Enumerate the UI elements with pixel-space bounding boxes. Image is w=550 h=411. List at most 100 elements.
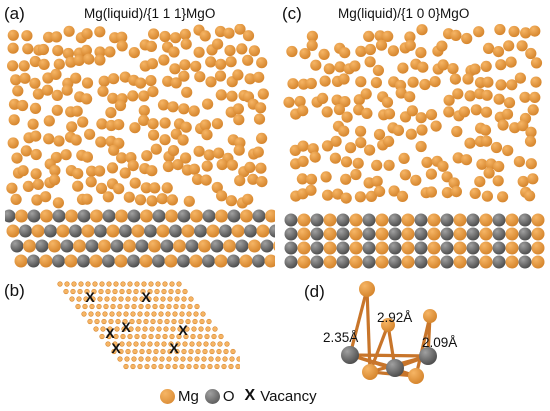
mg-site	[118, 296, 124, 302]
mg-atom	[443, 94, 455, 106]
mg-atom	[223, 239, 236, 253]
mg-atom	[30, 168, 42, 180]
mg-atom	[297, 241, 311, 255]
mg-atom	[297, 105, 309, 117]
mg-atom	[180, 121, 192, 133]
o-atom	[185, 239, 199, 253]
o-atom	[492, 213, 506, 227]
o-atom	[85, 239, 99, 253]
mg-atom	[138, 105, 150, 117]
mg-atom	[179, 28, 191, 40]
mg-site	[105, 288, 111, 295]
mg-atom	[56, 224, 70, 238]
mg-atom	[253, 71, 265, 83]
mg-atom	[32, 88, 44, 100]
mg-atom	[508, 25, 520, 38]
mg-atom	[525, 126, 537, 138]
mg-atom	[425, 186, 437, 198]
mg-atom	[10, 74, 22, 86]
o-atom	[440, 255, 454, 269]
legend: Mg O X Vacancy	[160, 386, 323, 406]
o-atom	[466, 227, 480, 241]
mg-atom	[381, 318, 395, 332]
mg-site	[181, 348, 187, 355]
legend-o-label: O	[222, 387, 235, 405]
mg-atom	[139, 254, 153, 268]
mg-atom	[495, 59, 507, 71]
mg-atom	[216, 158, 228, 171]
mg-atom	[399, 169, 411, 181]
mg-site	[117, 303, 123, 310]
mg-atom	[388, 185, 400, 197]
mg-site	[111, 348, 117, 355]
mg-atom	[172, 159, 184, 171]
mg-site	[192, 318, 198, 325]
mg-atom	[52, 197, 64, 209]
mg-site	[130, 311, 136, 317]
mg-atom	[81, 151, 93, 163]
mg-site	[193, 311, 199, 317]
mg-site	[221, 363, 227, 370]
mg-site	[63, 288, 69, 295]
mg-site	[218, 333, 224, 340]
mg-atom	[524, 135, 537, 147]
mg-ball-icon	[160, 388, 175, 404]
mg-atom	[338, 73, 350, 85]
mg-atom	[64, 254, 78, 268]
mg-site	[175, 341, 181, 347]
mg-site	[139, 296, 145, 302]
mg-atom	[177, 134, 189, 146]
mg-atom	[406, 105, 418, 117]
mg-lattice-dots	[57, 281, 240, 370]
mg-atom	[167, 101, 179, 113]
mg-atom	[32, 178, 44, 190]
mg-atom	[43, 133, 55, 145]
mg-atom	[106, 162, 119, 174]
mg-atom	[169, 32, 182, 44]
mg-atom	[81, 77, 94, 89]
mg-atom	[212, 38, 224, 50]
o-atom	[52, 254, 65, 268]
mg-atom	[497, 191, 509, 203]
mg-atom	[113, 119, 125, 131]
panel-a-label: (a)	[4, 4, 25, 23]
mg-site	[147, 288, 153, 295]
mg-atom	[161, 182, 173, 194]
mg-atom	[53, 58, 65, 70]
mg-site	[144, 363, 150, 370]
mg-site	[87, 318, 93, 325]
mg-atom	[232, 69, 244, 81]
o-atom	[110, 239, 124, 253]
mg-atom	[102, 191, 114, 203]
o-atom	[35, 239, 49, 253]
mg-atom	[425, 109, 438, 121]
mg-atom	[256, 176, 268, 188]
mg-atom	[62, 47, 74, 60]
mg-atom	[319, 75, 331, 87]
mg-atom	[66, 121, 78, 133]
mg-site	[169, 281, 175, 287]
mg-atom	[147, 118, 159, 130]
mg-atom	[453, 241, 467, 255]
mg-site	[155, 281, 161, 287]
mg-site	[133, 288, 139, 295]
mg-site	[154, 288, 160, 295]
mg-atom	[321, 140, 334, 152]
vacancy-mark: X	[85, 289, 95, 305]
o-atom	[269, 224, 275, 238]
o-atom	[102, 209, 116, 223]
mg-atom	[224, 44, 236, 57]
mg-atom	[299, 48, 311, 60]
mg-atom	[148, 28, 160, 40]
mg-atom	[525, 47, 537, 60]
legend-vacancy-label: Vacancy	[260, 387, 317, 405]
mg-atom	[147, 86, 159, 98]
mg-atom	[145, 40, 157, 52]
mg-atom	[373, 128, 386, 141]
mg-atom	[323, 227, 337, 241]
mg-site	[115, 318, 121, 325]
mg-site	[165, 363, 171, 370]
mg-site	[121, 326, 127, 332]
mg-site	[158, 311, 164, 317]
